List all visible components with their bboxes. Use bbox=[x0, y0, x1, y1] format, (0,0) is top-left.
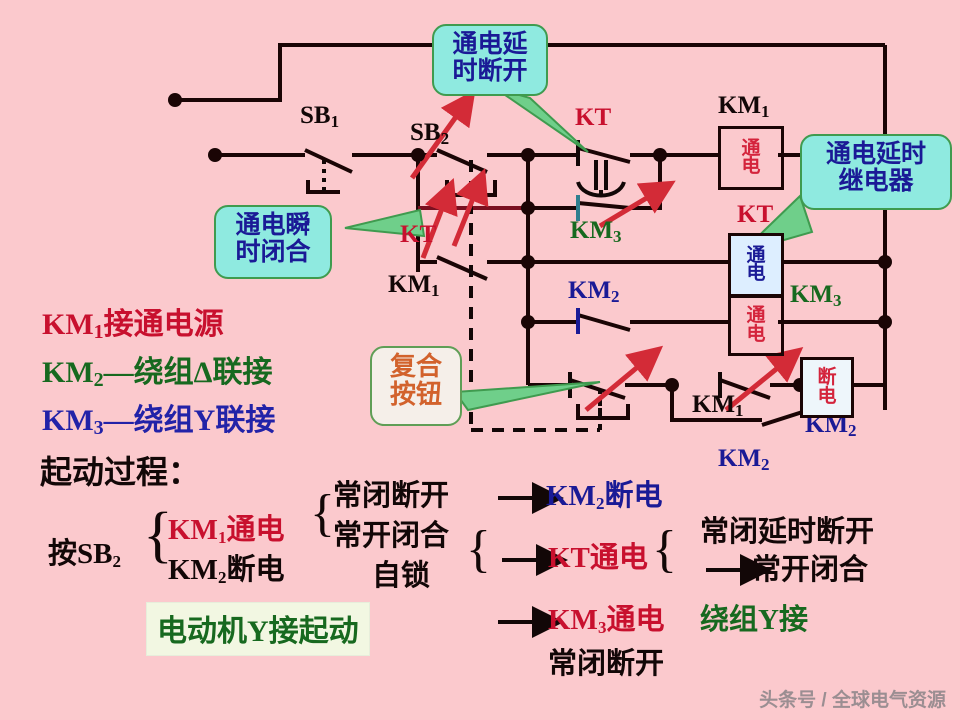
label-km2-bottom: KM2 bbox=[718, 445, 770, 474]
label-km1-branch: KM1 bbox=[388, 271, 440, 300]
flow-kt-on: KT通电 bbox=[548, 542, 648, 574]
callout-instant-close[interactable]: 通电瞬 时闭合 bbox=[214, 205, 332, 279]
brace-4: { bbox=[652, 521, 677, 578]
label-kt-coil-title: KT bbox=[737, 201, 774, 228]
coil-km1[interactable]: 通 电 bbox=[718, 126, 784, 190]
flow-self-lock: 自锁 bbox=[372, 560, 431, 592]
flow-nc-open: 常闭断开 bbox=[333, 480, 450, 512]
label-kt-top: KT bbox=[575, 104, 612, 131]
legend-heading: 起动过程： bbox=[40, 454, 201, 490]
legend-line-km3: KM3—绕组Y联接 bbox=[42, 404, 276, 439]
label-sb1: SB1 bbox=[300, 102, 340, 131]
coil-kt[interactable]: 通 电 bbox=[728, 233, 784, 297]
label-km2-contact: KM2 bbox=[568, 277, 620, 306]
flow-arrow-km2-off: KM2断电 bbox=[546, 480, 663, 513]
label-km3-coil-title: KM3 bbox=[790, 281, 842, 310]
brace-1: { bbox=[143, 501, 173, 569]
flow-km3-on: KM3通电 bbox=[548, 604, 665, 637]
flow-km2-off: KM2断电 bbox=[168, 554, 285, 587]
label-km3-contact: KM3 bbox=[570, 217, 622, 246]
label-kt-mid: KT bbox=[400, 221, 437, 248]
legend-line-km2: KM2—绕组Δ联接 bbox=[42, 356, 273, 391]
flow-km1-on: KM1通电 bbox=[168, 514, 285, 547]
label-km1-coil-title: KM1 bbox=[718, 92, 770, 121]
flow-press-sb2: 按SB2 bbox=[48, 538, 121, 571]
callout-delay-relay[interactable]: 通电延时 继电器 bbox=[800, 134, 952, 210]
brace-3: { bbox=[466, 521, 491, 578]
legend-line-km1: KM1接通电源 bbox=[42, 308, 224, 343]
coil-km2[interactable]: 断 电 bbox=[800, 357, 854, 418]
label-km1-bottom: KM1 bbox=[692, 391, 744, 420]
flow-km3-y: 绕组Y接 bbox=[700, 604, 808, 636]
flow-no-close: 常开闭合 bbox=[333, 520, 450, 552]
flow-kt-no-close: 常开闭合 bbox=[752, 554, 869, 586]
flow-kt-nc-delay-open: 常闭延时断开 bbox=[700, 516, 875, 548]
watermark: 头条号 / 全球电气资源 bbox=[759, 690, 946, 711]
callout-delay-open[interactable]: 通电延 时断开 bbox=[432, 24, 548, 96]
motor-start-box: 电动机Y接起动 bbox=[146, 602, 370, 656]
coil-km3[interactable]: 通 电 bbox=[728, 295, 784, 356]
flow-km3-nc-open: 常闭断开 bbox=[548, 648, 665, 680]
wedge-instant-close bbox=[344, 208, 426, 238]
label-sb2: SB2 bbox=[410, 119, 450, 148]
brace-2: { bbox=[310, 485, 335, 542]
callout-compound-button[interactable]: 复合 按钮 bbox=[370, 346, 462, 426]
